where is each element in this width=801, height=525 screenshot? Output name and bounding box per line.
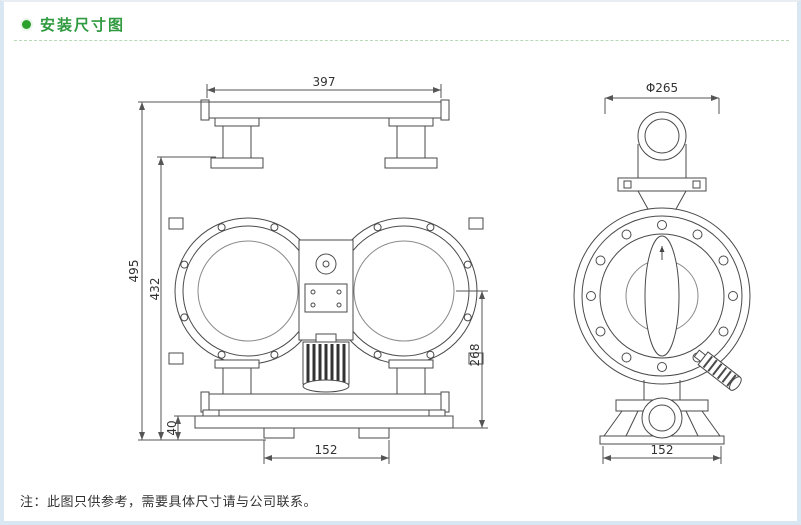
base-frame: [194, 409, 454, 439]
muffler: [302, 333, 350, 393]
pump-dimension-drawing: 397 495 432 40 268 152: [127, 75, 751, 464]
side-view: [573, 111, 751, 445]
bottom-manifold: [200, 359, 450, 413]
top-port: [617, 111, 707, 210]
foot-assembly: [599, 380, 725, 445]
footnote: 注：此图只供参考，需要具体尺寸请与公司联系。: [20, 495, 318, 510]
green-bullet-icon: [22, 19, 31, 29]
bottom-port: [641, 397, 683, 439]
center-body: [298, 239, 354, 341]
pump-chamber-right: [330, 217, 484, 365]
flow-channel: [644, 235, 680, 357]
front-dimensions: [138, 84, 488, 464]
bolt-circle: [586, 220, 738, 372]
top-manifold: [200, 99, 450, 169]
side-dimensions: [602, 95, 722, 464]
body-flange: [573, 207, 751, 385]
dim-label-outlet-height: 268: [468, 344, 482, 367]
dim-label-base-height: 40: [165, 420, 179, 435]
dim-label-base-width: 152: [651, 443, 674, 457]
section-title: 安装尺寸图: [40, 15, 126, 34]
muffler-ribs: [306, 344, 346, 382]
section-header: 安装尺寸图: [14, 8, 789, 41]
dim-label-top-width: 397: [313, 75, 336, 89]
dim-label-total-height: 495: [127, 260, 141, 283]
pump-chamber-left: [168, 217, 322, 365]
dim-label-foot-span: 152: [315, 443, 338, 457]
dim-label-flange-diameter: Φ265: [646, 81, 678, 95]
side-muffler: [693, 349, 742, 391]
front-view: [168, 99, 484, 439]
dim-label-body-height: 432: [148, 278, 162, 301]
